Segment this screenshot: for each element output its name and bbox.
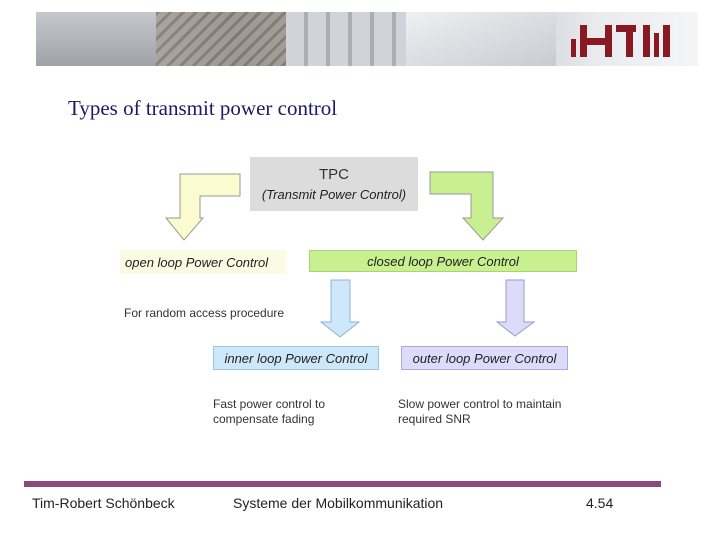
inner-note-line: compensate fading xyxy=(213,412,315,426)
open-loop-note: For random access procedure xyxy=(124,306,285,320)
outer-loop-note: Slow power control to maintain required … xyxy=(398,397,561,427)
inner-loop-arrow xyxy=(319,279,361,338)
open-loop-box: open loop Power Control xyxy=(120,250,286,274)
banner-photo xyxy=(406,12,556,66)
banner-photo xyxy=(36,12,156,66)
closed-loop-box: closed loop Power Control xyxy=(309,250,577,272)
outer-note-line: Slow power control to maintain xyxy=(398,397,562,411)
header-banner xyxy=(36,12,698,66)
inner-loop-note: Fast power control to compensate fading xyxy=(213,397,325,427)
banner-photo xyxy=(156,12,286,66)
footer-course: Systeme der Mobilkommunikation xyxy=(233,495,444,511)
inner-note-line: Fast power control to xyxy=(213,397,326,411)
page-title: Types of transmit power control xyxy=(68,96,338,120)
outer-loop-arrow xyxy=(495,279,536,337)
open-loop-arrow xyxy=(164,173,241,241)
tpc-full-label: (Transmit Power Control) xyxy=(261,187,407,202)
outer-note-line: required SNR xyxy=(398,412,471,426)
tpc-box: TPC (Transmit Power Control) xyxy=(250,157,418,211)
footer-divider xyxy=(24,481,661,487)
htw-logo xyxy=(571,25,670,57)
footer-author: Tim-Robert Schönbeck xyxy=(32,495,175,511)
banner-photo xyxy=(286,12,406,66)
inner-loop-box: inner loop Power Control xyxy=(213,346,379,370)
page-number: 4.54 xyxy=(586,495,614,511)
closed-loop-arrow xyxy=(429,171,505,241)
tpc-label: TPC xyxy=(319,166,349,183)
outer-loop-box: outer loop Power Control xyxy=(401,346,568,370)
